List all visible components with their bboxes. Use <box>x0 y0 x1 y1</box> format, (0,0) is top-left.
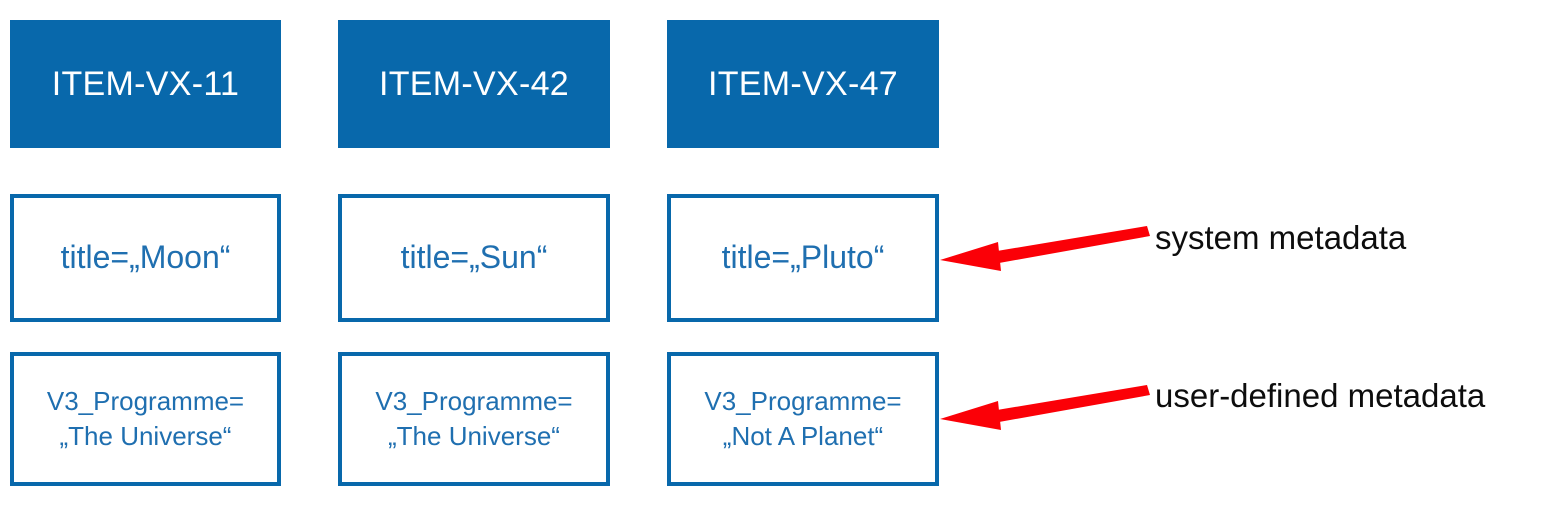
item-header-label-1: ITEM-VX-11 <box>51 65 240 103</box>
user-metadata-box-2[interactable]: V3_Programme= „The Universe“ <box>338 352 610 486</box>
item-header-label-2: ITEM-VX-42 <box>378 65 570 103</box>
item-header-box-3[interactable]: ITEM-VX-47 <box>667 20 939 148</box>
user-metadata-label-3: V3_Programme= „Not A Planet“ <box>704 385 902 451</box>
item-header-box-2[interactable]: ITEM-VX-42 <box>338 20 610 148</box>
system-metadata-label-2: title=„Sun“ <box>400 239 548 276</box>
system-metadata-box-1[interactable]: title=„Moon“ <box>10 194 281 322</box>
left-arrow-head-icon <box>940 242 1001 271</box>
user-metadata-box-1[interactable]: V3_Programme= „The Universe“ <box>10 352 281 486</box>
system-metadata-label-1: title=„Moon“ <box>60 239 231 276</box>
user-metadata-arrow <box>940 385 1150 430</box>
user-metadata-annotation-label: user-defined metadata <box>1155 377 1486 414</box>
user-metadata-label-1: V3_Programme= „The Universe“ <box>46 385 245 451</box>
system-metadata-annotation-label: system metadata <box>1155 219 1407 256</box>
system-metadata-label-3: title=„Pluto“ <box>721 239 885 276</box>
item-header-box-1[interactable]: ITEM-VX-11 <box>10 20 281 148</box>
user-metadata-box-3[interactable]: V3_Programme= „Not A Planet“ <box>667 352 939 486</box>
left-arrow-shaft-icon <box>985 226 1150 265</box>
left-arrow-head-icon <box>940 401 1001 430</box>
user-metadata-label-2: V3_Programme= „The Universe“ <box>375 385 573 451</box>
system-metadata-box-2[interactable]: title=„Sun“ <box>338 194 610 322</box>
item-header-label-3: ITEM-VX-47 <box>707 65 899 103</box>
system-metadata-arrow <box>940 226 1150 271</box>
system-metadata-box-3[interactable]: title=„Pluto“ <box>667 194 939 322</box>
left-arrow-shaft-icon <box>985 385 1150 424</box>
